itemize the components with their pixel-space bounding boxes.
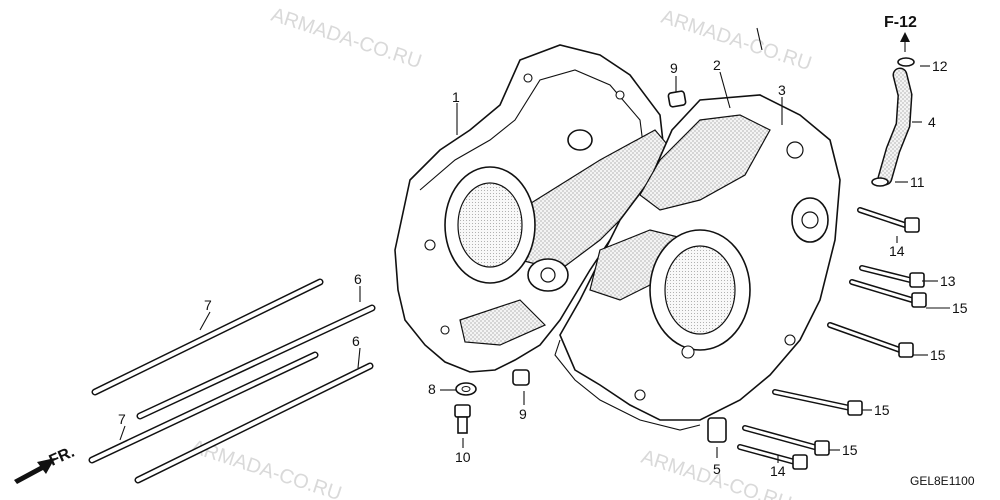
callout-6: 6	[354, 271, 362, 287]
leader-lines	[119, 27, 950, 463]
figure-code: GEL8E1100	[910, 474, 975, 488]
direction-label: FR.	[47, 444, 77, 470]
callout-2: 2	[713, 57, 721, 73]
callout-15: 15	[952, 300, 968, 316]
callout-6: 6	[352, 333, 360, 349]
callout-7: 7	[118, 411, 126, 427]
left-crankcase-half	[394, 44, 673, 373]
callout-11: 11	[910, 174, 925, 190]
stud-bolts	[88, 278, 376, 484]
callout-3: 3	[778, 82, 786, 98]
small-parts	[454, 90, 727, 443]
callout-12: 12	[932, 58, 948, 74]
callout-13: 13	[940, 273, 956, 289]
callout-10: 10	[455, 449, 471, 465]
breather-tube-assembly	[871, 32, 915, 187]
reference-label: F-12	[884, 14, 917, 31]
watermark-text: ARMADA-CO.RU	[658, 6, 814, 75]
front-direction-indicator: FR.	[14, 444, 77, 484]
callout-14: 14	[889, 243, 905, 259]
callout-labels: 1 2 3 4 5 6 6 7 7 8 9 9 10 11 12 13 14 1…	[118, 57, 968, 479]
callout-4: 4	[928, 114, 936, 130]
watermark-text: ARMADA-CO.RU	[268, 4, 424, 73]
callout-14: 14	[770, 463, 786, 479]
callout-9: 9	[519, 406, 527, 422]
callout-7: 7	[204, 297, 212, 313]
flange-bolts	[737, 207, 927, 470]
callout-15: 15	[842, 442, 858, 458]
callout-1: 1	[452, 89, 460, 105]
callout-8: 8	[428, 381, 436, 397]
callout-5: 5	[713, 461, 721, 477]
callout-15: 15	[874, 402, 890, 418]
right-crankcase-half	[554, 94, 841, 431]
callout-15: 15	[930, 347, 946, 363]
callout-9: 9	[670, 60, 678, 76]
